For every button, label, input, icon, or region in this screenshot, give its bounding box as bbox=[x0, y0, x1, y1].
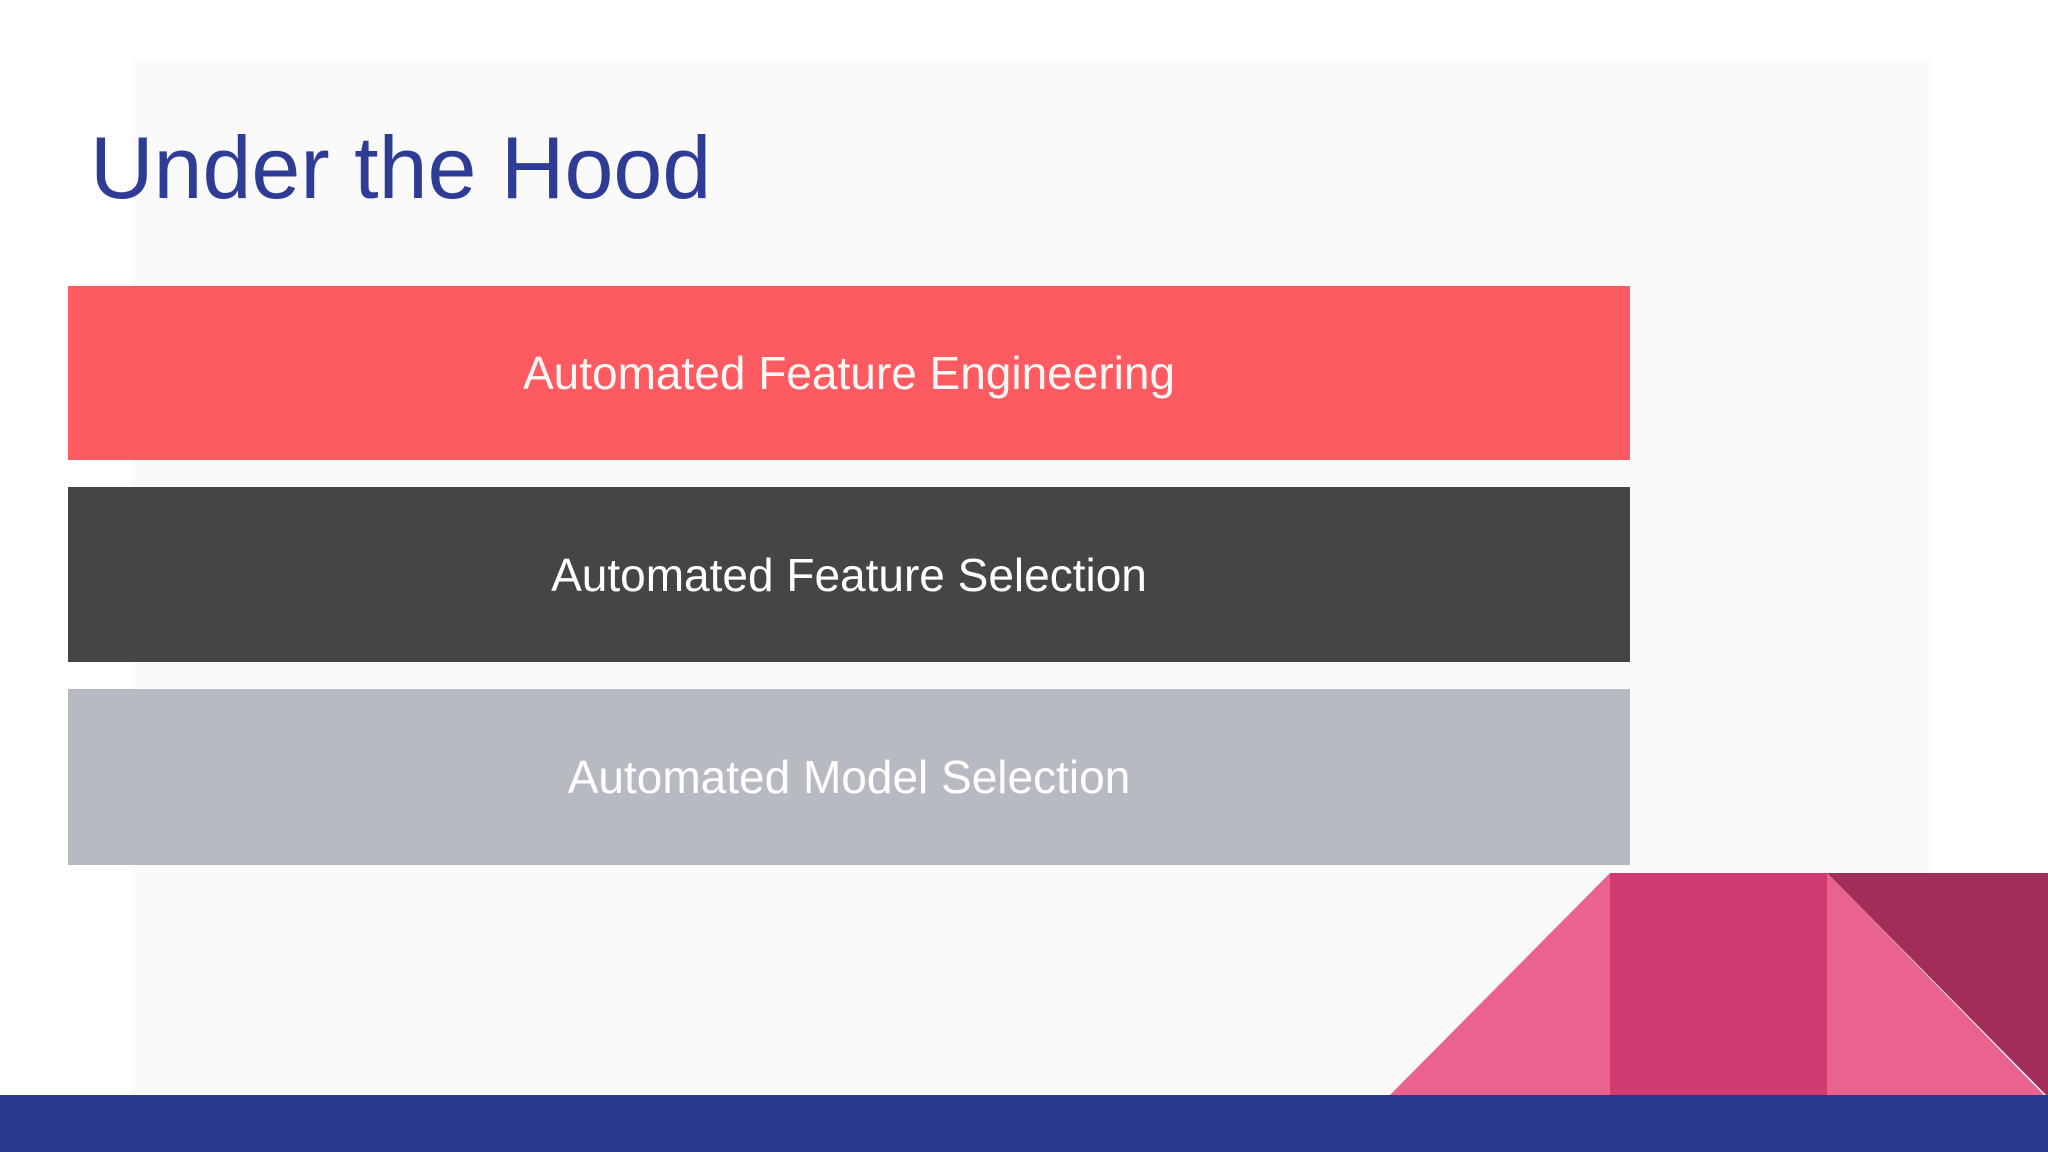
slide-title: Under the Hood bbox=[90, 118, 712, 217]
bar-label-automated-model-selection: Automated Model Selection bbox=[567, 751, 1131, 803]
bar-automated-model-selection: Automated Model Selection bbox=[68, 689, 1630, 865]
bar-label-automated-feature-engineering: Automated Feature Engineering bbox=[522, 347, 1176, 399]
bar-label-automated-feature-selection: Automated Feature Selection bbox=[551, 548, 1147, 601]
bar-automated-feature-selection: Automated Feature Selection bbox=[68, 487, 1630, 662]
bar-automated-feature-engineering: Automated Feature Engineering bbox=[68, 286, 1630, 460]
footer-bar bbox=[0, 1095, 2048, 1152]
